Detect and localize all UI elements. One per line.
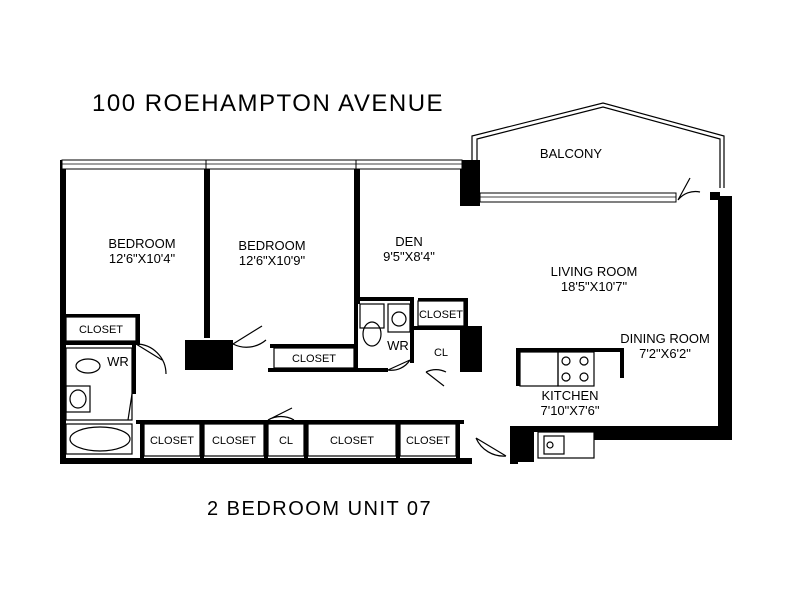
den-size: 9'5"X8'4" [383, 249, 435, 264]
property-address-title: 100 ROEHAMPTON AVENUE [92, 90, 445, 117]
hall-closet-1-label: CLOSET [150, 435, 194, 447]
den-closet-label: CLOSET [419, 309, 463, 321]
living-room-label: LIVING ROOM [551, 264, 638, 279]
bedroom1-closet-label: CLOSET [79, 324, 123, 336]
dining-room-size: 7'2"X6'2" [639, 346, 691, 361]
hall-closet-3-label: CLOSET [330, 435, 374, 447]
sink-icon [387, 303, 411, 333]
stove-icon [557, 351, 595, 387]
toilet-icon [75, 358, 101, 374]
kitchen-label: KITCHEN [541, 388, 598, 403]
bedroom2-closet-label: CLOSET [292, 353, 336, 365]
balcony-label: BALCONY [540, 146, 602, 161]
bedroom2-label: BEDROOM [238, 238, 305, 253]
den-washroom-label: WR [387, 338, 409, 353]
bedroom2-size: 12'6"X10'9" [239, 253, 306, 268]
living-room-size: 18'5"X10'7" [561, 279, 628, 294]
dining-room-label: DINING ROOM [620, 331, 710, 346]
door-swings [127, 177, 701, 457]
kitchen-sink-icon [537, 431, 595, 459]
interior-walls [62, 296, 624, 460]
closet-labels: CLOSET CLOSET CLOSET CL WR WR CLOSET CLO… [79, 309, 463, 447]
kitchen-size: 7'10"X7'6" [540, 403, 599, 418]
den-label: DEN [395, 234, 422, 249]
toilet-icon [362, 321, 382, 347]
sink-icon [65, 385, 91, 413]
bathroom-fixtures [65, 303, 411, 455]
den-cl-label: CL [434, 347, 448, 359]
bedroom1-label: BEDROOM [108, 236, 175, 251]
hall-cl-label: CL [279, 435, 293, 447]
bedroom1-size: 12'6"X10'4" [109, 251, 176, 266]
main-washroom-label: WR [107, 354, 129, 369]
room-labels: BALCONY BEDROOM 12'6"X10'4" BEDROOM 12'6… [108, 146, 709, 418]
unit-description: 2 BEDROOM UNIT 07 [207, 498, 433, 520]
fridge-icon [519, 351, 559, 387]
bathtub-icon [65, 423, 133, 455]
windows [61, 159, 677, 203]
hall-closet-2-label: CLOSET [212, 435, 256, 447]
hall-closet-4-label: CLOSET [406, 435, 450, 447]
exterior-walls [60, 160, 732, 464]
balcony [471, 102, 725, 188]
kitchen-fixtures [519, 351, 595, 459]
closet-rods [65, 300, 465, 457]
